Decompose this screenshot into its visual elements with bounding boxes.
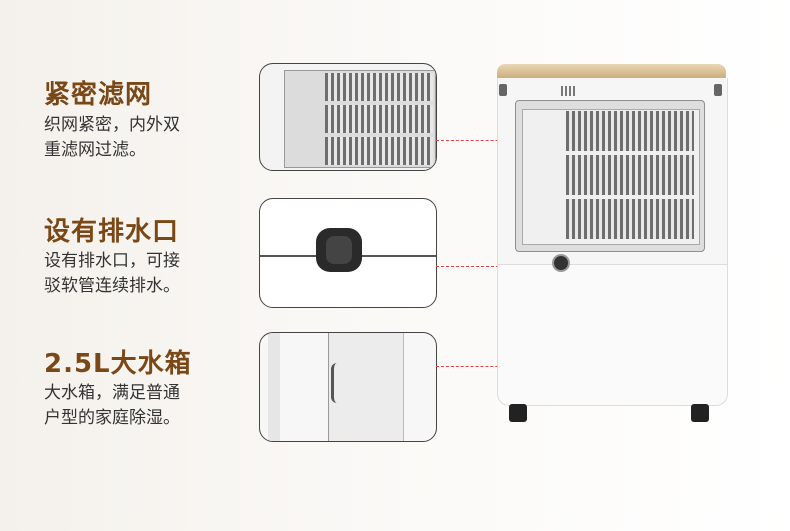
wheel-left [509, 404, 527, 422]
filter-mesh [325, 137, 433, 165]
feature-title-drain: 设有排水口 [44, 217, 180, 247]
grille-mesh [566, 155, 694, 195]
desc-line: 户型的家庭除湿。 [44, 408, 180, 428]
drain-port-icon [552, 254, 570, 272]
tank-handle-icon [331, 363, 344, 403]
tank-window [328, 333, 404, 441]
desc-line: 织网紧密，内外双 [44, 115, 180, 135]
desc-line: 大水箱，满足普通 [44, 383, 180, 403]
feature-title-tank: 2.5L大水箱 [44, 349, 192, 379]
filter-mesh [325, 73, 433, 101]
drain-inner [326, 236, 352, 264]
wheel-right [691, 404, 709, 422]
desc-line: 重滤网过滤。 [44, 140, 146, 160]
filter-grille [284, 70, 436, 168]
feature-desc-drain: 设有排水口，可接 驳软管连续排水。 [44, 249, 234, 299]
tank-closeup [259, 332, 437, 442]
vent-icon [561, 86, 575, 96]
tank-edge [268, 333, 280, 441]
filter-closeup [259, 63, 437, 171]
feature-desc-tank: 大水箱，满足普通 户型的家庭除湿。 [44, 381, 234, 431]
drain-outlet-icon [316, 228, 362, 272]
handle-left [499, 84, 507, 96]
leader-line-drain [436, 266, 554, 267]
filter-mesh [325, 105, 433, 133]
back-grille [515, 100, 705, 252]
feature-desc-filter: 织网紧密，内外双 重滤网过滤。 [44, 113, 234, 163]
desc-line: 驳软管连续排水。 [44, 276, 180, 296]
top-trim [497, 64, 726, 80]
handle-right [714, 84, 722, 96]
dehumidifier-product [497, 64, 728, 422]
grille-mesh [566, 199, 694, 239]
body-lower-tank [497, 264, 728, 406]
desc-line: 设有排水口，可接 [44, 251, 180, 271]
feature-title-filter: 紧密滤网 [44, 80, 153, 110]
grille-mesh [566, 111, 694, 151]
drain-closeup [259, 198, 437, 308]
